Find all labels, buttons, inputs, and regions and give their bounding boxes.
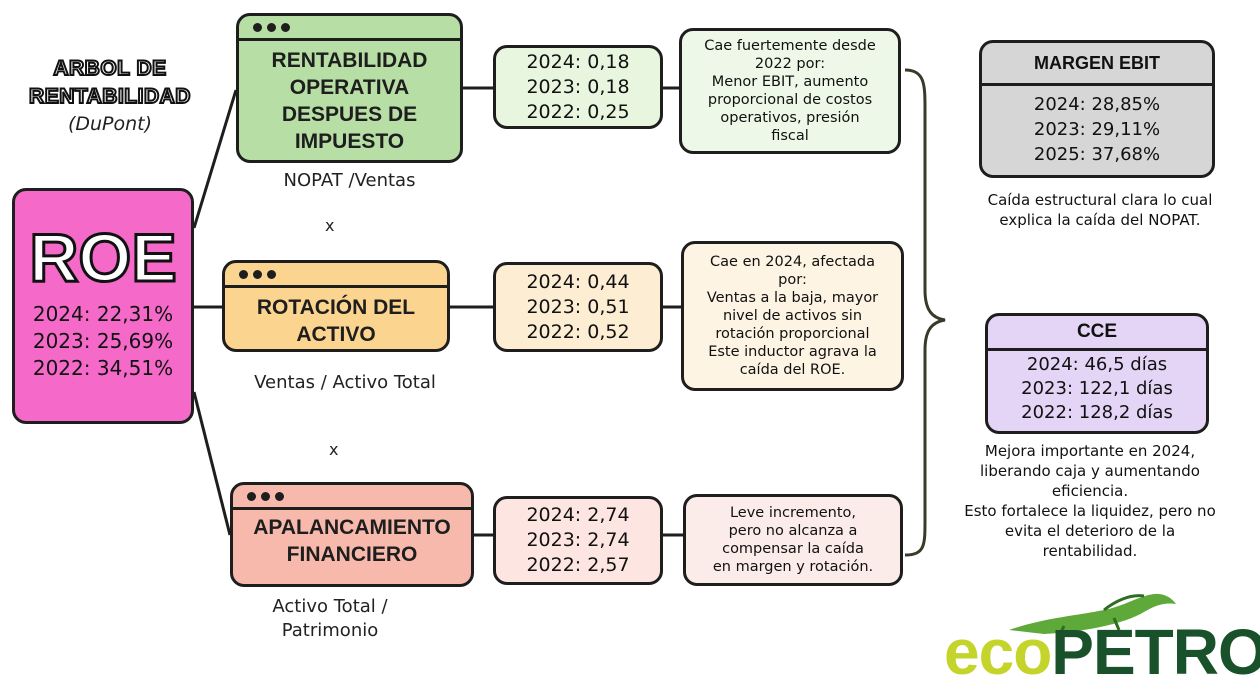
comment-line: operativos, presión [720,110,860,126]
value-line: 2023: 0,51 [526,295,630,318]
values-box: 2024: 2,74 2023: 2,74 2022: 2,57 [493,496,663,585]
multiply-operator: x [329,440,339,459]
margen-ebit-title: MARGEN EBIT [982,43,1212,86]
ebit-value: 2023: 29,11% [1033,119,1161,140]
driver-label-line: ACTIVO [296,323,376,346]
driver-label-line: ROTACIÓN DEL [256,296,416,319]
comment-line: Menor EBIT, aumento [711,74,869,90]
comment-line: proporcional de costos [707,92,873,108]
cce-note: Mejora importante en 2024, liberando caj… [930,441,1250,561]
driver-label-line: DESPUES DE [281,103,418,126]
title-subtitle: (DuPont) [67,113,153,135]
margen-ebit-note: Caída estructural clara lo cual explica … [950,190,1250,230]
driver-label-line: RENTABILIDAD [271,49,428,72]
values-box: 2024: 0,44 2023: 0,51 2022: 0,52 [493,262,663,352]
driver-financial-leverage: APALANCAMIENTO FINANCIERO [230,482,474,587]
comment-line: Este inductor agrava la [708,344,877,360]
driver-label-line: OPERATIVA [289,76,410,99]
driver-label-line: APALANCAMIENTO [253,516,451,539]
title-line-1: ARBOL DE [52,56,167,81]
value-line: 2024: 0,18 [526,50,630,73]
comment-line: rotación proporcional [715,326,870,342]
ebit-value: 2025: 37,68% [1033,144,1161,165]
margen-ebit-panel: MARGEN EBIT 2024: 28,85% 2023: 29,11% 20… [979,40,1215,178]
comment-line: caída del ROE. [739,362,846,378]
comment-box: Cae fuertemente desde 2022 por: Menor EB… [679,28,901,154]
note-line: Esto fortalece la liquidez, pero no [964,502,1216,520]
comment-line: Cae en 2024, afectada [710,254,875,270]
comment-box: Leve incremento, pero no alcanza a compe… [683,494,903,586]
driver-label-line: IMPUESTO [294,130,405,153]
window-dots [233,485,471,510]
cce-value: 2022: 128,2 días [1021,402,1173,423]
comment-box: Cae en 2024, afectada por: Ventas a la b… [681,241,904,391]
comment-line: en margen y rotación. [712,559,874,575]
comment-line: por: [778,272,807,288]
value-line: 2022: 0,52 [526,320,630,343]
formula-line: Activo Total / [272,596,388,617]
driver-label-line: FINANCIERO [286,543,418,566]
driver-asset-turnover: ROTACIÓN DEL ACTIVO [222,260,450,352]
iguana-icon [1009,593,1176,637]
window-dots [239,16,460,41]
cce-panel: CCE 2024: 46,5 días 2023: 122,1 días 202… [985,313,1209,434]
diagram-title: ARBOL DE RENTABILIDAD (DuPont) [10,55,210,135]
driver-formula: Activo Total / Patrimonio [230,595,430,643]
logo-text-petrol: PETROL [1051,616,1260,688]
note-line: Caída estructural clara lo cual [987,191,1213,209]
comment-line: 2022 por: [754,56,826,72]
ebit-value: 2024: 28,85% [1033,94,1161,115]
roe-value: 2022: 34,51% [32,355,174,380]
driver-formula: NOPAT /Ventas [236,170,463,191]
window-dots [225,263,447,288]
title-line-2: RENTABILIDAD [28,84,191,109]
values-box: 2024: 0,18 2023: 0,18 2022: 0,25 [493,45,663,129]
roe-value: 2024: 22,31% [32,301,174,326]
value-line: 2023: 2,74 [526,529,630,551]
comment-line: pero no alcanza a [728,523,858,539]
comment-line: Leve incremento, [729,505,856,521]
value-line: 2024: 2,74 [526,504,630,526]
formula-line: Ventas / Activo Total [254,372,436,393]
note-line: explica la caída del NOPAT. [999,211,1201,229]
value-line: 2022: 0,25 [526,100,630,123]
comment-line: Cae fuertemente desde [704,38,876,54]
note-line: liberando caja y aumentando [980,462,1200,480]
comment-line: nivel de activos sin [722,308,863,324]
formula-line: NOPAT /Ventas [283,170,416,191]
brace [904,68,946,557]
formula-line: Patrimonio [281,620,379,641]
cce-title: CCE [988,316,1206,351]
roe-box: ROE 2024: 22,31% 2023: 25,69% 2022: 34,5… [12,188,194,424]
value-line: 2024: 0,44 [526,270,630,293]
comment-line: compensar la caída [722,541,864,557]
cce-value: 2023: 122,1 días [1021,378,1173,399]
roe-label: ROE [28,219,178,296]
value-line: 2023: 0,18 [526,75,630,98]
logo-text-eco: eco [944,616,1052,688]
comment-line: Ventas a la baja, mayor [706,290,879,306]
ecopetrol-logo: ecoPETROL [944,588,1260,684]
cce-value: 2024: 46,5 días [1026,354,1168,375]
value-line: 2022: 2,57 [526,554,630,576]
note-line: eficiencia. [1051,482,1129,500]
driver-formula: Ventas / Activo Total [205,372,485,393]
driver-operating-profitability: RENTABILIDAD OPERATIVA DESPUES DE IMPUES… [236,13,463,163]
note-line: rentabilidad. [1042,542,1138,560]
multiply-operator: x [325,216,335,235]
note-line: Mejora importante en 2024, [984,442,1196,460]
comment-line: fiscal [771,128,809,144]
note-line: evita el deterioro de la [1004,522,1176,540]
roe-value: 2023: 25,69% [32,328,174,353]
